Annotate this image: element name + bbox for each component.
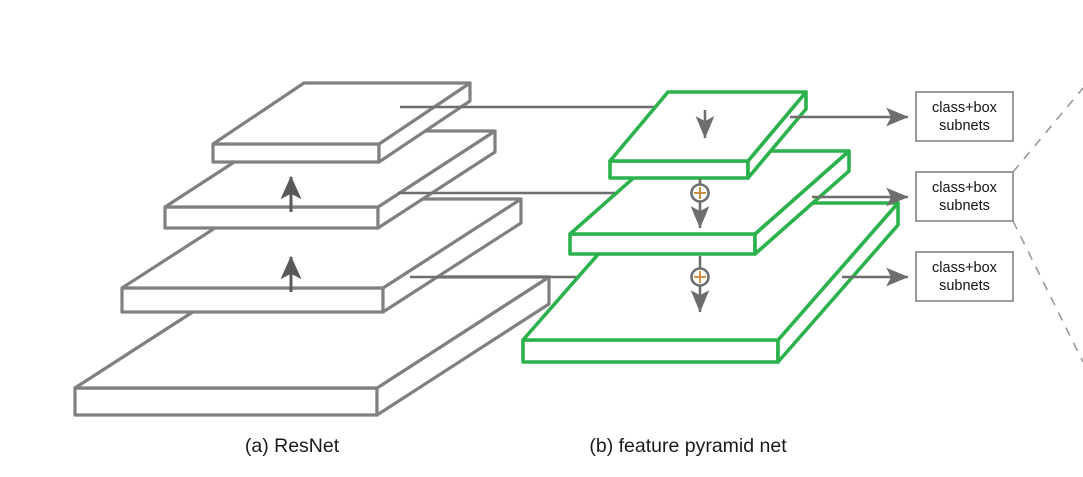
subnet-box-middle[interactable]: class+box subnets: [915, 171, 1014, 222]
subnet-top-line2: subnets: [939, 118, 990, 134]
backbone-level-c3: [120, 197, 523, 314]
input-slab-front-face: [73, 386, 379, 417]
c5-slab-top-face: [211, 81, 472, 146]
c5-slab-front-face: [211, 142, 381, 164]
callout-line-lower: [1012, 220, 1083, 363]
subnet-box-bottom[interactable]: class+box subnets: [915, 251, 1014, 302]
p5-slab-front-face: [608, 159, 750, 180]
subnet-top-rect[interactable]: [915, 91, 1014, 142]
caption-fpn: (b) feature pyramid net: [589, 435, 787, 457]
subnet-middle-line1: class+box: [932, 180, 998, 196]
backbone-level-c5: [211, 81, 472, 164]
callout-line-upper: [1012, 87, 1083, 173]
p4-slab-front-face: [568, 232, 757, 256]
backbone-level-c4: [163, 129, 497, 230]
subnet-middle-line2: subnets: [939, 198, 990, 214]
p3-slab-front-face: [521, 338, 780, 364]
feature-pyramid-net: [521, 90, 900, 364]
subnet-output-arrows: [790, 107, 909, 287]
subnet-box-top[interactable]: class+box subnets: [915, 91, 1014, 142]
merge-node-p3: [690, 267, 710, 287]
subnet-boxes: class+box subnets class+box subnets clas…: [915, 91, 1014, 302]
subnet-top-line1: class+box: [932, 100, 998, 116]
merge-node-p4: [690, 183, 710, 203]
c3-slab-front-face: [120, 286, 385, 314]
callout-lines: [1012, 87, 1083, 363]
subnet-bottom-rect[interactable]: [915, 251, 1014, 302]
backbone-resnet: [73, 81, 551, 417]
c4-slab-front-face: [163, 205, 380, 230]
subnet-bottom-line2: subnets: [939, 278, 990, 294]
subnet-bottom-line1: class+box: [932, 260, 998, 276]
caption-resnet: (a) ResNet: [245, 435, 340, 457]
subnet-middle-rect[interactable]: [915, 171, 1014, 222]
